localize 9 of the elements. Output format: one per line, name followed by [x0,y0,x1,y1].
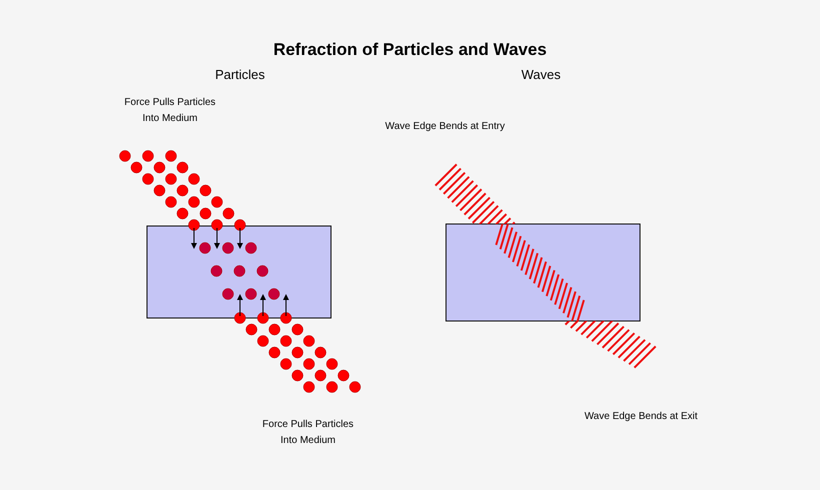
medium-block [446,224,640,322]
panel-heading: Waves [520,66,562,84]
diagram-title: Refraction of Particles and Waves [272,39,548,61]
panel-heading: Particles [214,66,266,84]
annotation-text: Force Pulls Particles Into Medium [123,96,217,126]
annotation-text: Wave Edge Bends at Entry [384,120,506,134]
annotation-text: Force Pulls Particles Into Medium [261,418,355,448]
annotation-text: Wave Edge Bends at Exit [583,410,699,424]
medium-block [146,226,332,318]
